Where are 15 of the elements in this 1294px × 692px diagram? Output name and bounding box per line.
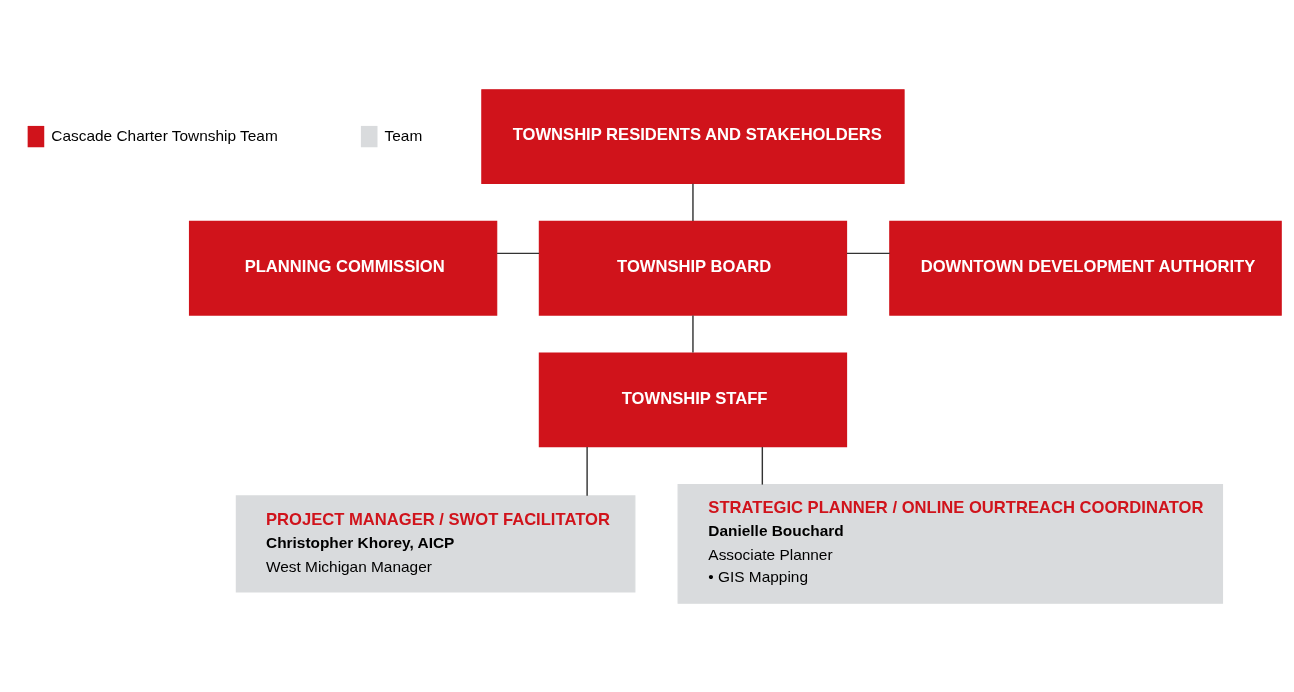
node-box: PROJECT MANAGER / SWOT FACILITATOR Christopher Khorey, AICP West Michigan Manager — [235, 494, 636, 593]
node-box: TOWNSHIP BOARD — [538, 220, 848, 316]
node-box: STRATEGIC PLANNER / ONLINE OURTREACH COORDINATOR Danielle Bouchard Associate Planner • GIS Mapping — [677, 483, 1224, 604]
node-box: TOWNSHIP RESIDENTS AND STAKEHOLDERS — [481, 88, 905, 184]
node-box: TOWNSHIP STAFF — [538, 351, 848, 447]
node-box: PLANNING COMMISSION — [188, 220, 498, 316]
connector — [846, 252, 891, 254]
connector — [496, 252, 540, 254]
connector — [586, 445, 588, 496]
legend-label: Team — [384, 126, 423, 144]
node-box: DOWNTOWN DEVELOPMENT AUTHORITY — [889, 220, 1282, 316]
connector — [692, 314, 694, 353]
connector — [761, 445, 764, 485]
connector — [692, 182, 694, 222]
legend-label: Cascade Charter Township Team — [51, 126, 278, 144]
